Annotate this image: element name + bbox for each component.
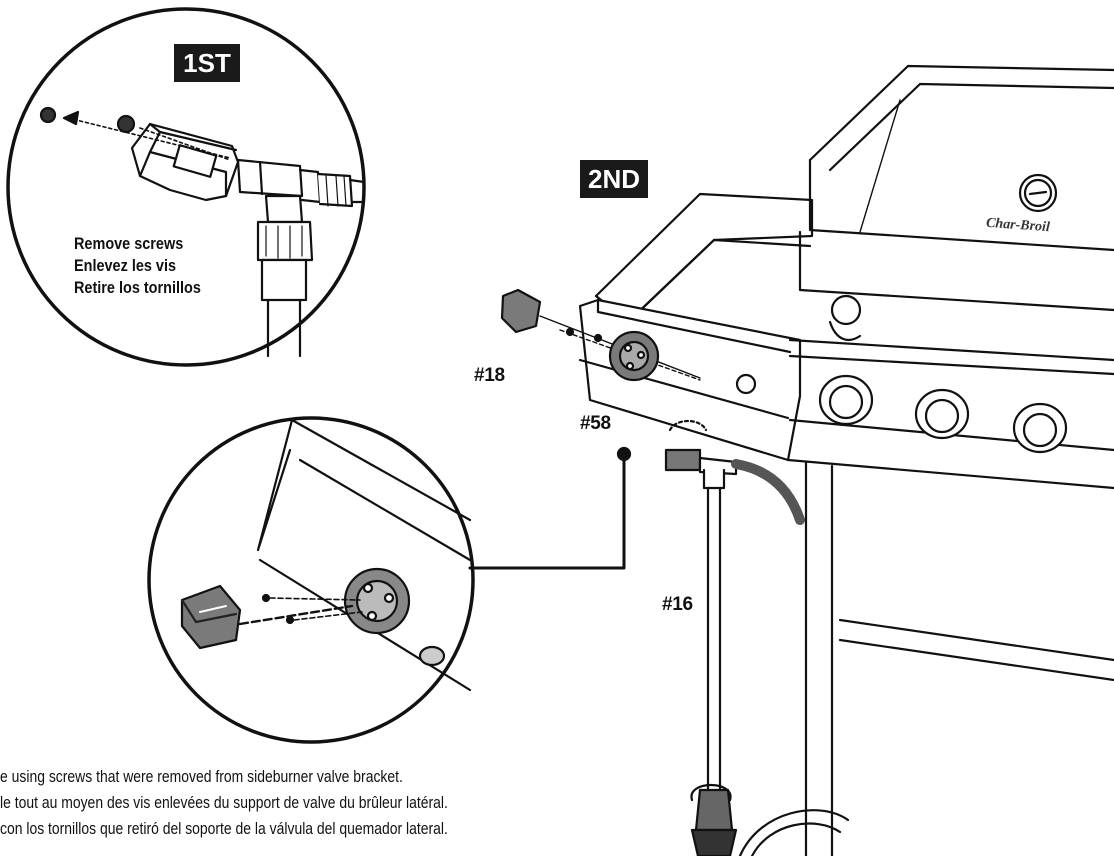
footer-line-fr: le tout au moyen des vis enlevées du sup… (0, 793, 448, 812)
knob-bezel-exploded (500, 288, 701, 382)
part-label-knob: #18 (474, 365, 505, 386)
inset-circle-remove-screws (6, 7, 366, 367)
instruction-line-fr: Enlevez les vis (74, 256, 177, 275)
inset-instruction-text: Remove screws Enlevez les vis Retire los… (74, 233, 201, 299)
inset-circle-knob-assembly (147, 416, 632, 744)
footer-instructions: e using screws that were removed from si… (0, 764, 448, 842)
instruction-line-es: Retire los tornillos (74, 278, 201, 297)
footer-line-es: con los tornillos que retiró del soporte… (0, 819, 448, 838)
instruction-line-en: Remove screws (74, 234, 184, 253)
footer-line-en: e using screws that were removed from si… (0, 767, 403, 786)
part-label-bezel: #58 (580, 413, 611, 434)
hose-regulator (664, 419, 805, 856)
step-badge-first: 1ST (174, 44, 240, 82)
step-badge-second: 2ND (580, 160, 648, 198)
part-label-hose: #16 (662, 594, 693, 615)
grill-body (578, 64, 1114, 856)
